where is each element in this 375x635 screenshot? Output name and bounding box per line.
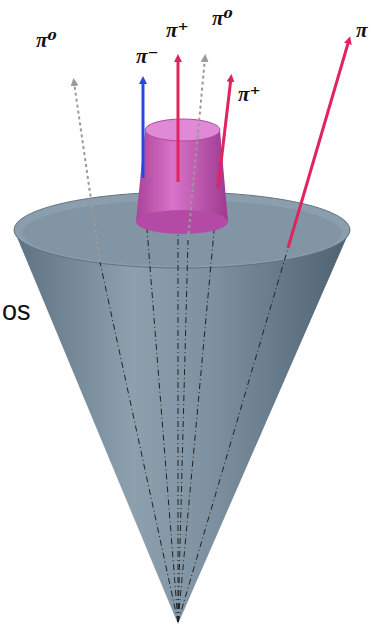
particle-label: π: [356, 20, 367, 41]
particle-label: π⁰: [36, 30, 57, 51]
particle-label: π⁺: [238, 84, 261, 105]
particle-label: π⁺: [166, 20, 189, 41]
particle-label: π⁰: [212, 8, 233, 29]
particle-label: π⁻: [136, 46, 159, 67]
side-text: os: [2, 298, 31, 325]
